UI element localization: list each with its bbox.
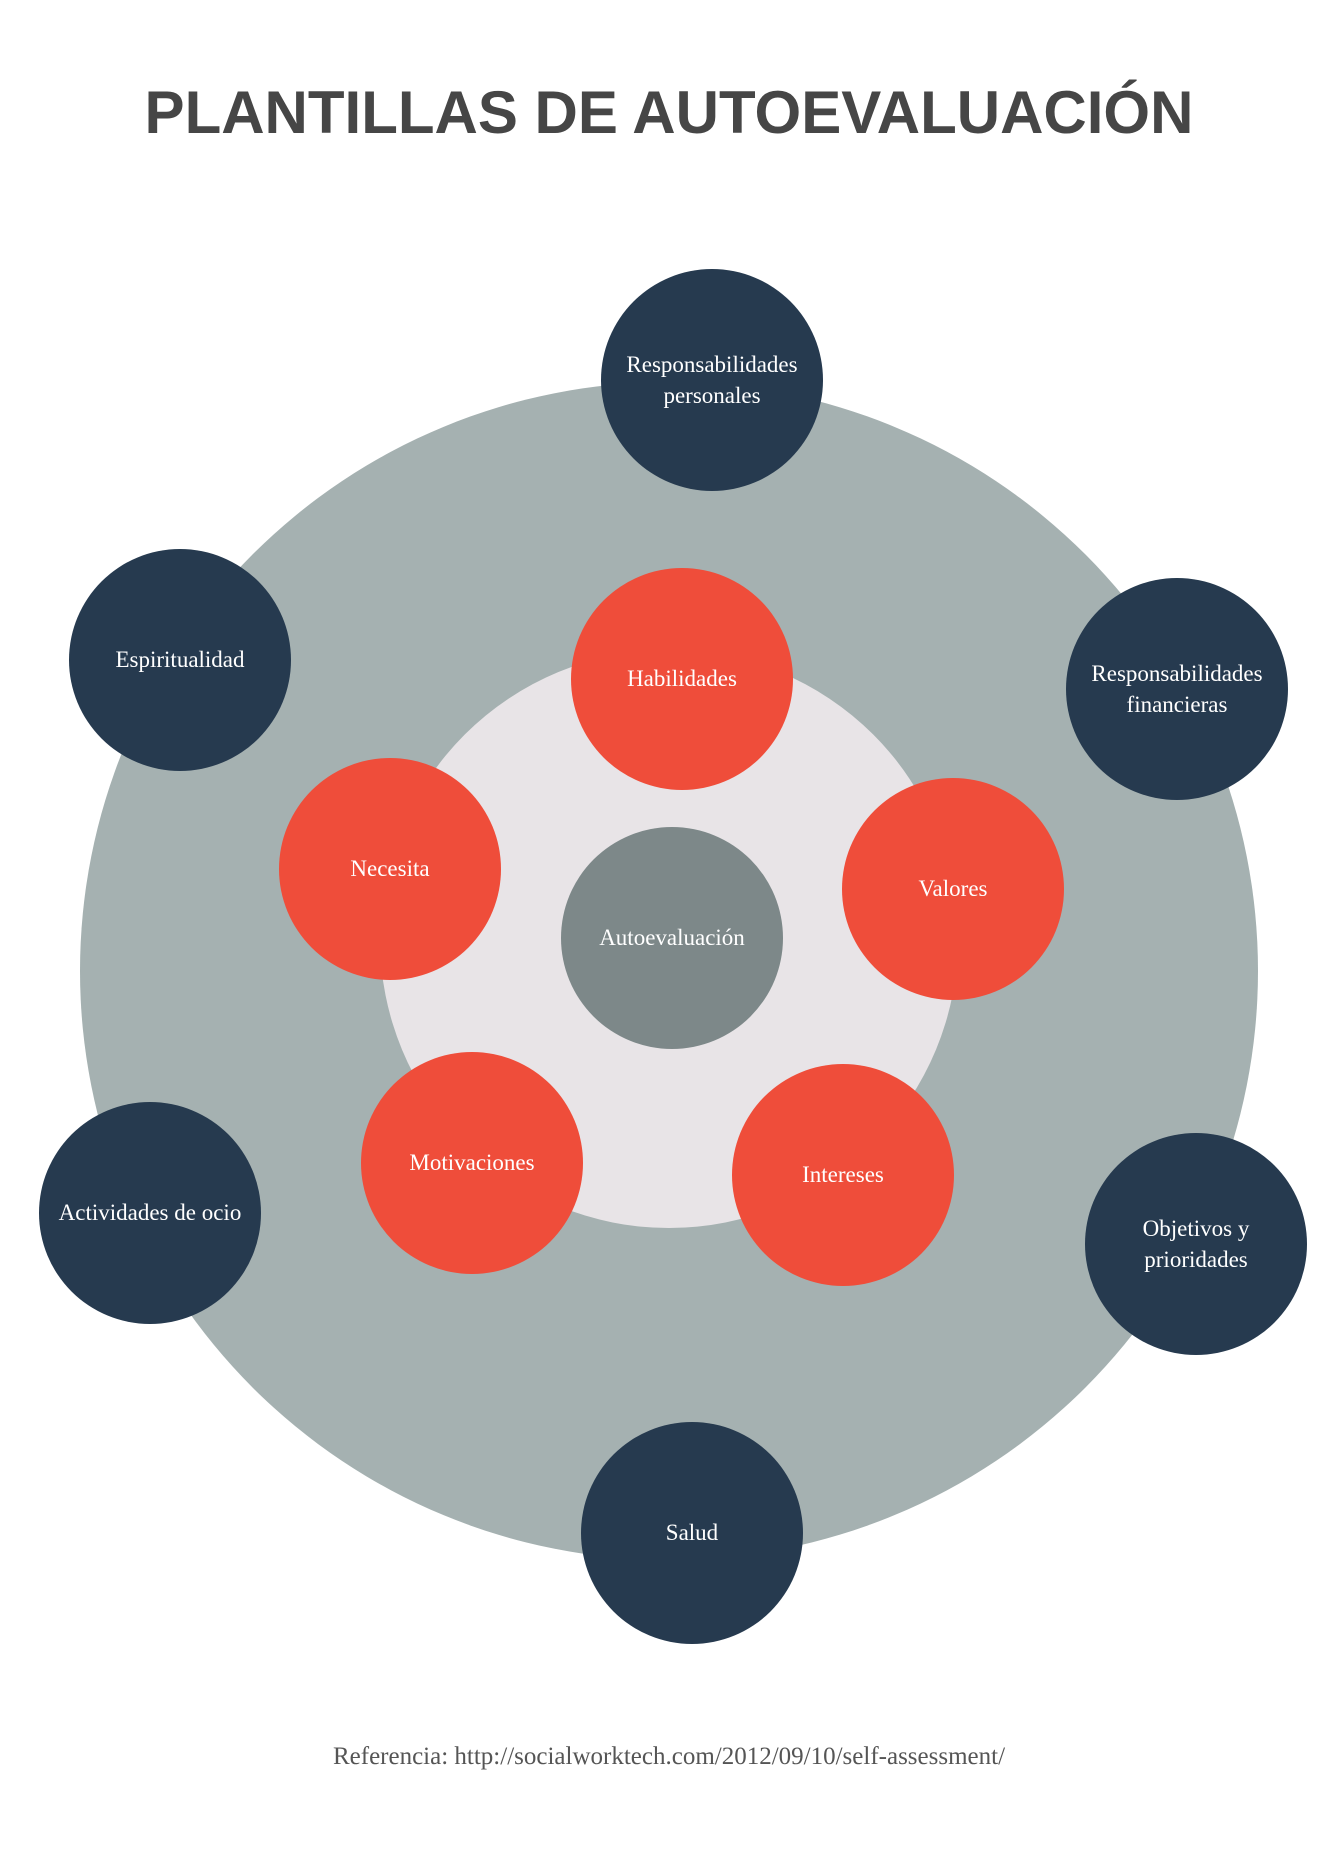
node-salud: Salud [581,1422,803,1644]
node-objetivos-prioridades: Objetivos y prioridades [1085,1133,1307,1355]
node-intereses: Intereses [732,1064,954,1286]
node-responsabilidades-personales: Responsabilidades personales [601,269,823,491]
node-motivaciones: Motivaciones [361,1052,583,1274]
node-habilidades: Habilidades [571,568,793,790]
node-espiritualidad: Espiritualidad [69,549,291,771]
node-actividades-ocio: Actividades de ocio [39,1102,261,1324]
node-necesita: Necesita [279,758,501,980]
reference-text: Referencia: http://socialworktech.com/20… [332,1743,1006,1770]
node-responsabilidades-financieras: Responsabilidades financieras [1066,578,1288,800]
page-title: PLANTILLAS DE AUTOEVALUACIÓN [144,79,1194,146]
node-valores: Valores [842,778,1064,1000]
node-autoevaluacion: Autoevaluación [561,827,783,1049]
